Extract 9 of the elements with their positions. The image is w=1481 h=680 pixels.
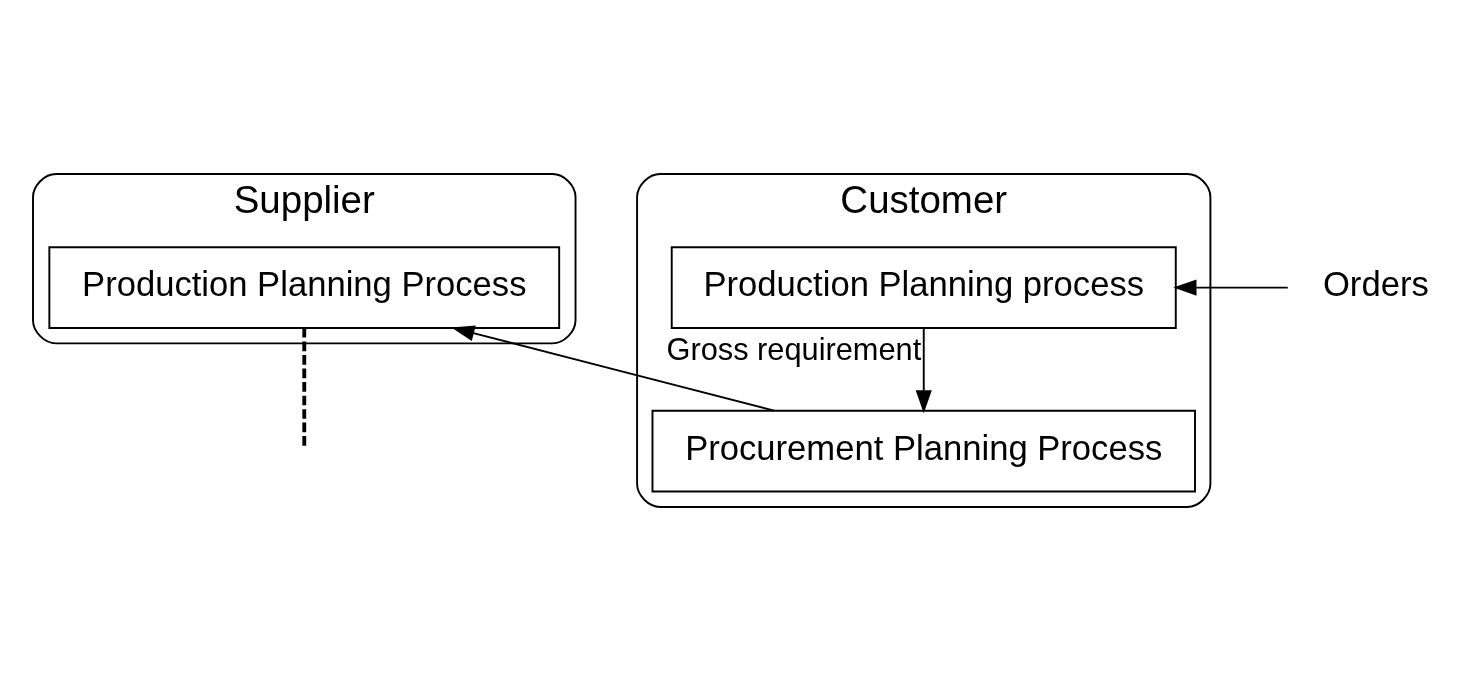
connector [302, 327, 307, 449]
node-box: Procurement Planning Process [651, 409, 1196, 492]
node-box: Production Planning process [670, 245, 1177, 329]
edge-label: Gross requirement [666, 331, 922, 367]
arrow [1173, 279, 1289, 296]
node-box: Production Planning Process [48, 245, 561, 329]
arrow [915, 326, 932, 413]
arrow [451, 324, 776, 412]
node-text: Orders [1322, 264, 1429, 303]
